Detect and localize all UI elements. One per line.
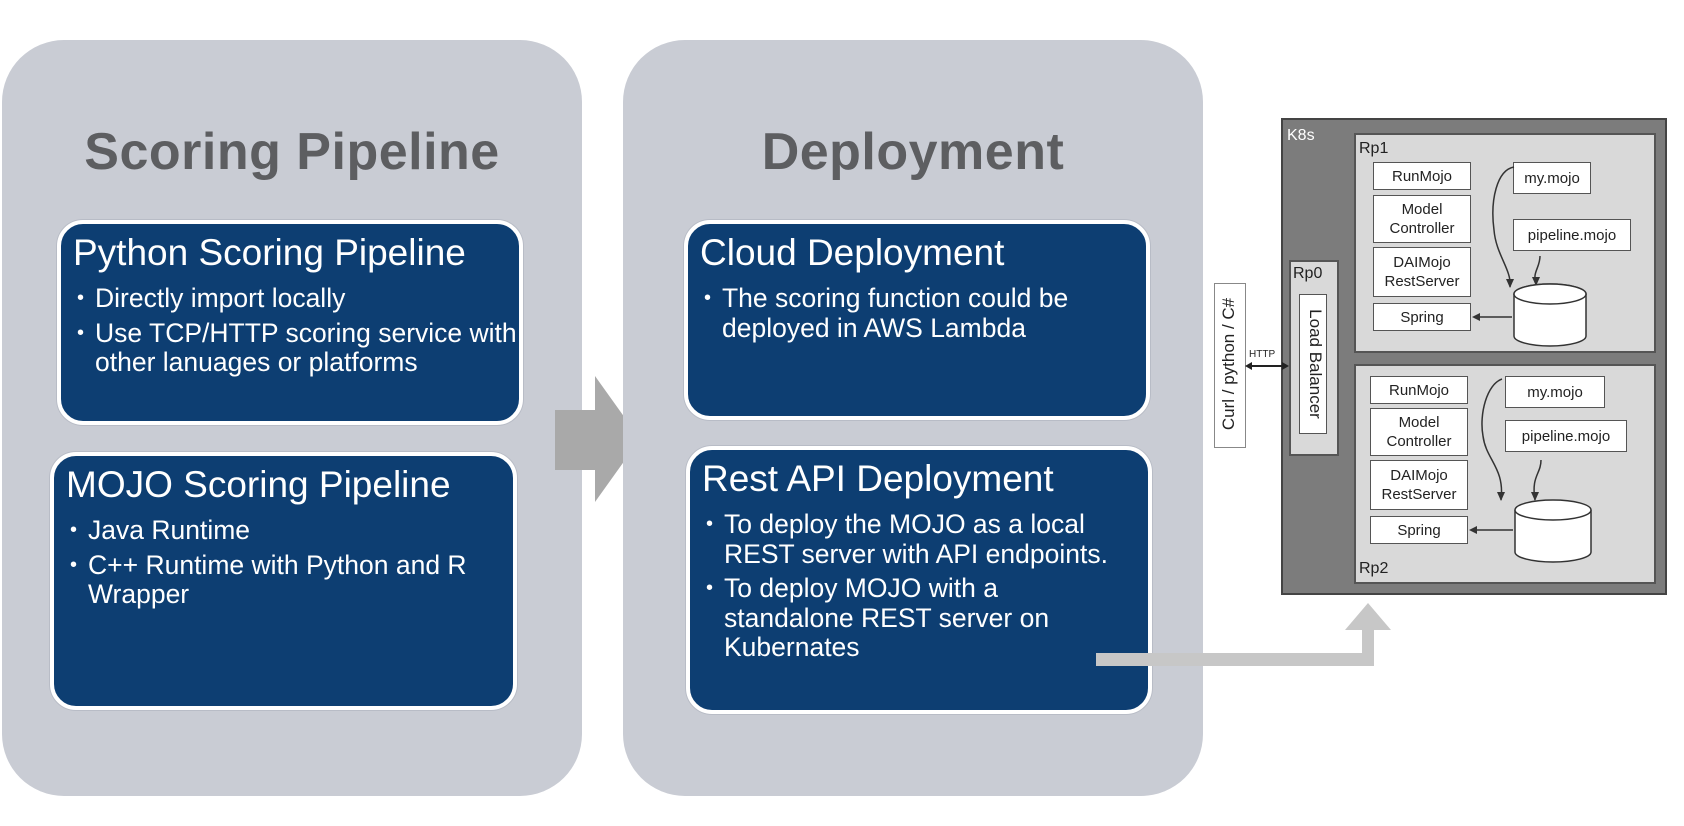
rest-api-deployment-bullets: To deploy the MOJO as a local REST serve… bbox=[704, 509, 1148, 663]
connector-arrow-icon bbox=[1096, 603, 1391, 666]
rp1-pipeline-mojo-box: pipeline.mojo bbox=[1513, 219, 1631, 251]
bullet-item: Java Runtime bbox=[68, 515, 513, 546]
rp2-database-icon bbox=[1469, 378, 1592, 563]
rp2-label: Rp2 bbox=[1359, 560, 1389, 577]
load-balancer-label: Load Balancer bbox=[1306, 309, 1325, 419]
rest-api-deployment-title: Rest API Deployment bbox=[702, 458, 1054, 499]
client-box bbox=[1214, 283, 1246, 448]
mojo-scoring-bullets: Java Runtime C++ Runtime with Python and… bbox=[68, 515, 513, 610]
python-scoring-title: Python Scoring Pipeline bbox=[73, 232, 466, 273]
cloud-deployment-title: Cloud Deployment bbox=[700, 232, 1005, 273]
bullet-item: Directly import locally bbox=[75, 283, 519, 314]
rp0-box: Rp0 Load Balancer bbox=[1289, 260, 1339, 456]
k8s-label: K8s bbox=[1287, 127, 1315, 144]
rp1-model-controller-box: Model Controller bbox=[1373, 195, 1471, 243]
rp1-database-icon bbox=[1472, 166, 1587, 347]
rp2-model-controller-box: Model Controller bbox=[1370, 408, 1468, 456]
rp1-my-mojo-box: my.mojo bbox=[1513, 162, 1591, 194]
bullet-item: Use TCP/HTTP scoring service with other … bbox=[75, 318, 519, 378]
scoring-pipeline-title: Scoring Pipeline bbox=[84, 123, 500, 181]
bullet-item: The scoring function could be deployed i… bbox=[702, 283, 1146, 343]
cloud-deployment-card: Cloud Deployment The scoring function co… bbox=[684, 220, 1150, 420]
rp0-label: Rp0 bbox=[1293, 265, 1323, 282]
rp2-daimojo-box: DAIMojo RestServer bbox=[1370, 460, 1468, 510]
deployment-title: Deployment bbox=[761, 123, 1065, 181]
client-label: Curl / python / C# bbox=[1219, 297, 1238, 431]
rp2-spring-box: Spring bbox=[1370, 516, 1468, 544]
python-scoring-bullets: Directly import locally Use TCP/HTTP sco… bbox=[75, 283, 519, 378]
rp2-pipeline-mojo-box: pipeline.mojo bbox=[1505, 420, 1627, 452]
python-scoring-card: Python Scoring Pipeline Directly import … bbox=[57, 220, 523, 425]
rp1-daimojo-box: DAIMojo RestServer bbox=[1373, 247, 1471, 297]
rp1-spring-box: Spring bbox=[1373, 303, 1471, 331]
rp2-runmojo-box: RunMojo bbox=[1370, 376, 1468, 404]
mojo-scoring-title: MOJO Scoring Pipeline bbox=[66, 464, 451, 505]
cloud-deployment-bullets: The scoring function could be deployed i… bbox=[702, 283, 1146, 343]
bullet-item: To deploy the MOJO as a local REST serve… bbox=[704, 509, 1148, 569]
flow-arrow-icon bbox=[555, 376, 640, 502]
rest-api-deployment-card: Rest API Deployment To deploy the MOJO a… bbox=[686, 446, 1152, 714]
bullet-item: To deploy MOJO with a standalone REST se… bbox=[704, 573, 1148, 663]
rp1-runmojo-box: RunMojo bbox=[1373, 162, 1471, 190]
mojo-scoring-card: MOJO Scoring Pipeline Java Runtime C++ R… bbox=[50, 452, 517, 710]
bullet-item: C++ Runtime with Python and R Wrapper bbox=[68, 550, 513, 610]
http-arrow-icon bbox=[1245, 362, 1289, 370]
rp1-label: Rp1 bbox=[1359, 140, 1389, 157]
http-label: HTTP bbox=[1249, 349, 1276, 360]
rp2-my-mojo-box: my.mojo bbox=[1505, 376, 1605, 408]
load-balancer-box bbox=[1299, 294, 1327, 434]
